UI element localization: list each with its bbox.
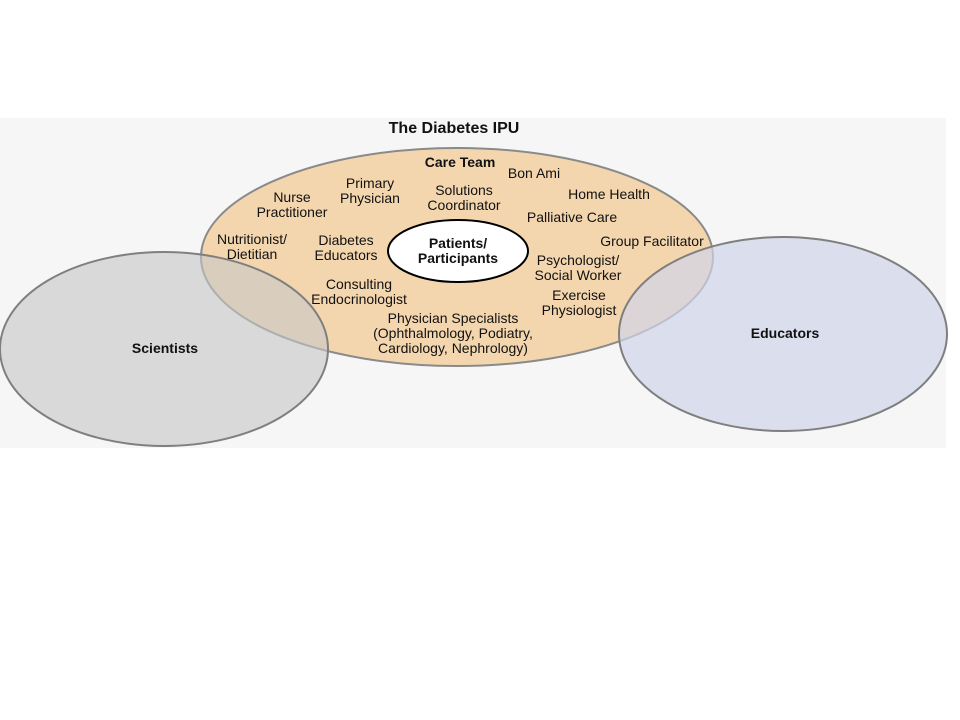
educators-label: Educators — [750, 325, 820, 341]
educators-ellipse — [618, 236, 948, 432]
member-nurse-practitioner: Nurse Practitioner — [256, 189, 328, 220]
scientists-ellipse — [0, 251, 329, 447]
scientists-label: Scientists — [131, 340, 199, 356]
care-team-heading: Care Team — [424, 154, 496, 170]
diagram-title: The Diabetes IPU — [388, 120, 520, 137]
member-solutions-coordinator: Solutions Coordinator — [427, 182, 501, 213]
member-home-health: Home Health — [568, 186, 650, 202]
member-exercise-physiologist: Exercise Physiologist — [541, 287, 617, 318]
member-diabetes-educators: Diabetes Educators — [314, 232, 378, 263]
member-palliative-care: Palliative Care — [526, 209, 618, 225]
member-consulting-endocrinologist: Consulting Endocrinologist — [311, 276, 407, 307]
member-bon-ami: Bon Ami — [507, 165, 561, 181]
member-physician-specialists: Physician Specialists (Ophthalmology, Po… — [373, 310, 533, 356]
patients-participants-label: Patients/ Participants — [417, 235, 499, 266]
member-group-facilitator: Group Facilitator — [600, 233, 704, 249]
member-primary-physician: Primary Physician — [340, 175, 400, 206]
patients-core-ellipse — [387, 219, 529, 283]
member-psychologist-social-worker: Psychologist/ Social Worker — [534, 252, 622, 283]
member-nutritionist-dietitian: Nutritionist/ Dietitian — [216, 231, 288, 262]
